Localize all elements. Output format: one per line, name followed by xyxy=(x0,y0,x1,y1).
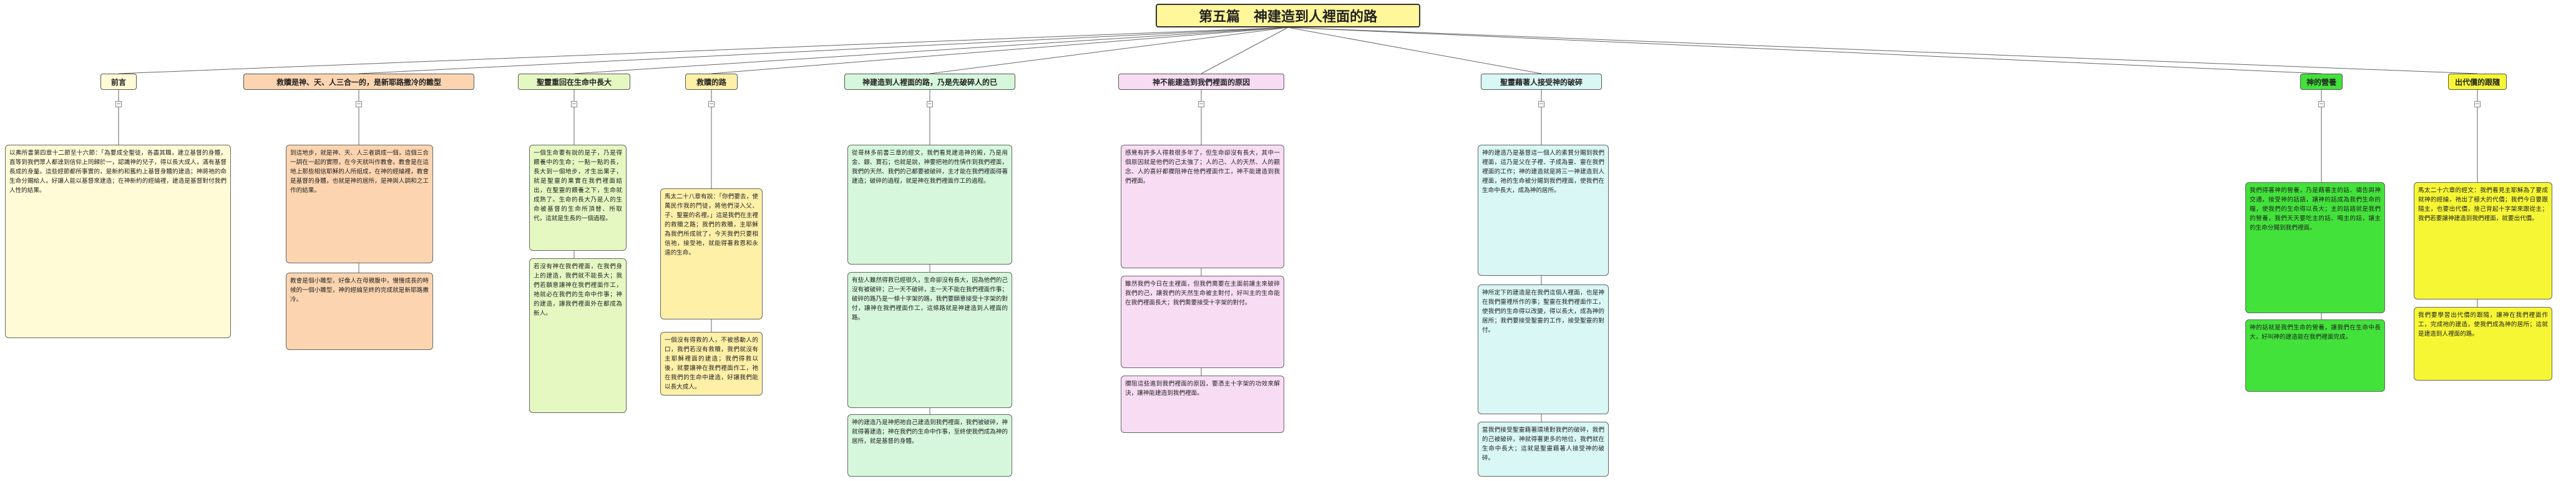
note-text: 神的建造乃是基督這一個人的素質分賜到我們裡面，這乃是父在子裡、子成為靈、靈在我們… xyxy=(1482,150,1604,194)
topic-note-box: 一個生命要有說的是子，乃是得餵養中的生命；一點一點的長，長大到一個地步，才生出果… xyxy=(529,145,627,251)
topic-note-box: 感覺有許多人得救很多年了，但生命卻沒有長大，其中一個原因就是他們的己太強了；人的… xyxy=(1121,145,1284,268)
root-to-topic-line xyxy=(929,27,1289,74)
note-text: 若沒有神在我們裡面，在我們身上的建造，我們就不能長大；我們若願意讓神在我們裡面作… xyxy=(534,263,622,317)
root-to-topic-line xyxy=(711,27,1289,74)
topic-note-box: 攔阻這些進到我們裡面的原因，要憑主十字架的功效來解決，讓神能建造到我們裡面。 xyxy=(1121,376,1284,433)
root-to-topic-line xyxy=(1287,27,2478,74)
root-to-topic-line xyxy=(358,27,1289,74)
collapse-marker-icon[interactable]: − xyxy=(115,101,122,107)
note-text: 當我們接受聖靈藉著環境對我們的破碎，我們的己被破碎，神就得著更多的地位，我們就在… xyxy=(1482,427,1604,462)
collapse-marker-icon[interactable]: − xyxy=(356,101,362,107)
root-to-topic-line xyxy=(1287,27,1542,74)
note-text: 有些人雖然得救已經很久，生命卻沒有長大，因為他們的己沒有被破碎；己一天不破碎，主… xyxy=(852,277,1008,321)
note-text: 我們要學習出代價的跟隨，讓神在我們裡面作工，完成祂的建造，使我們成為神的居所；這… xyxy=(2418,312,2548,338)
note-text: 以弗所書第四章十二節至十六節：「為要成全聖徒，各盡其職，建立基督的身體，直等到我… xyxy=(9,150,227,194)
note-text: 教會是個小雛型，好像人在母親腹中，慢慢成長的時候的一個小雛型，神的經綸至終的完成… xyxy=(290,278,429,303)
topic-header: 神的營養 xyxy=(2300,74,2343,90)
collapse-marker-icon[interactable]: − xyxy=(708,101,715,107)
topic-header: 前言 xyxy=(100,74,137,90)
topic-header: 聖靈藉著人接受神的破碎 xyxy=(1481,74,1602,90)
note-text: 一個沒有得救的人，不被感動人的口，我們若沒有救贖，我們就沒有主耶穌裡面的建造；我… xyxy=(665,337,758,391)
root-to-topic-line xyxy=(118,27,1289,74)
topic-note-box: 以弗所書第四章十二節至十六節：「為要成全聖徒，各盡其職，建立基督的身體，直等到我… xyxy=(5,145,231,338)
topic-note-box: 馬太二十八章有說：「你們要去，使萬民作我的門徒，將他們浸入父、子、聖靈的名裡。」… xyxy=(660,188,763,319)
topic-note-box: 若沒有神在我們裡面，在我們身上的建造，我們就不能長大；我們若願意讓神在我們裡面作… xyxy=(529,258,627,413)
topic-note-box: 有些人雖然得救已經很久，生命卻沒有長大，因為他們的己沒有被破碎；己一天不破碎，主… xyxy=(847,272,1012,408)
topic-header: 神建造到人裡面的路，乃是先破碎人的已 xyxy=(844,74,1015,90)
topic-note-box: 當我們接受聖靈藉著環境對我們的破碎，我們的己被破碎，神就得著更多的地位，我們就在… xyxy=(1478,422,1609,477)
note-text: 雖然我們今日在主裡面，但我們需要在主面前讓主來破碎我們的己，讓我們的天然生命被主… xyxy=(1125,281,1280,306)
topic-note-box: 從哥林多前書三章的經文，我們看見建造神的殿，乃是用金、銀、寶石；也就是說，神要把… xyxy=(847,145,1012,265)
topic-note-box: 雖然我們今日在主裡面，但我們需要在主面前讓主來破碎我們的己，讓我們的天然生命被主… xyxy=(1121,276,1284,368)
topic-note-box: 我們得著神的營養，乃是藉著主的話、禱告與神交通，接受神的話語，讓神的話成為我們生… xyxy=(2245,182,2385,313)
topic-note-box: 一個沒有得救的人，不被感動人的口，我們若沒有救贖，我們就沒有主耶穌裡面的建造；我… xyxy=(660,332,763,396)
note-text: 攔阻這些進到我們裡面的原因，要憑主十字架的功效來解決，讓神能建造到我們裡面。 xyxy=(1125,381,1280,397)
root-to-topic-line xyxy=(573,27,1289,74)
topic-note-box: 教會是個小雛型，好像人在母親腹中，慢慢成長的時候的一個小雛型，神的經綸至終的完成… xyxy=(286,273,433,350)
topic-note-box: 神的建造乃是神把祂自己建造到我們裡面，我們被破碎，神就得著建造；神在我們的生命中… xyxy=(847,414,1012,477)
note-text: 馬太二十八章有說：「你們要去，使萬民作我的門徒，將他們浸入父、子、聖靈的名裡。」… xyxy=(665,193,758,256)
collapse-marker-icon[interactable]: − xyxy=(571,101,577,107)
topic-header: 神不能建造到我們裡面的原因 xyxy=(1118,74,1284,90)
note-text: 神所定下的建造是在我們這個人裡面，也是神在我們靈裡所作的事；聖靈在我們裡面作工，… xyxy=(1482,289,1604,334)
topic-header: 救贖是神、天、人三合一的，是新耶路撒冷的雛型 xyxy=(243,74,474,90)
topic-note-box: 我們要學習出代價的跟隨，讓神在我們裡面作工，完成祂的建造，使我們成為神的居所；這… xyxy=(2414,307,2552,381)
collapse-marker-icon[interactable]: − xyxy=(927,101,933,107)
collapse-marker-icon[interactable]: − xyxy=(2474,101,2481,107)
root-title: 第五篇 神建造到人裡面的路 xyxy=(1156,4,1420,27)
collapse-marker-icon[interactable]: − xyxy=(1538,101,1544,107)
root-to-topic-line xyxy=(1287,27,2322,74)
note-text: 到這地步，就是神、天、人三者調成一個，這個三合一調在一起的實際，在今天就叫作教會… xyxy=(290,150,429,194)
topic-note-box: 神的話就是我們生命的營養，讓我們在生命中長大，好叫神的建造能在我們裡面完成。 xyxy=(2245,319,2385,392)
topic-note-box: 神所定下的建造是在我們這個人裡面，也是神在我們靈裡所作的事；聖靈在我們裡面作工，… xyxy=(1478,284,1609,414)
note-text: 從哥林多前書三章的經文，我們看見建造神的殿，乃是用金、銀、寶石；也就是說，神要把… xyxy=(852,150,1008,185)
note-text: 神的話就是我們生命的營養，讓我們在生命中長大，好叫神的建造能在我們裡面完成。 xyxy=(2250,324,2381,341)
note-text: 馬太二十六章的經文：我們看見主耶穌為了要成就神的經綸，祂出了極大的代價；我們今日… xyxy=(2418,187,2548,222)
topic-note-box: 神的建造乃是基督這一個人的素質分賜到我們裡面，這乃是父在子裡、子成為靈、靈在我們… xyxy=(1478,145,1609,276)
topic-note-box: 到這地步，就是神、天、人三者調成一個，這個三合一調在一起的實際，在今天就叫作教會… xyxy=(286,145,433,263)
collapse-marker-icon[interactable]: − xyxy=(1198,101,1204,107)
note-text: 我們得著神的營養，乃是藉著主的話、禱告與神交通，接受神的話語，讓神的話成為我們生… xyxy=(2250,187,2381,231)
note-text: 感覺有許多人得救很多年了，但生命卻沒有長大，其中一個原因就是他們的己太強了；人的… xyxy=(1125,150,1280,185)
root-to-topic-line xyxy=(1201,27,1289,74)
topic-note-box: 馬太二十六章的經文：我們看見主耶穌為了要成就神的經綸，祂出了極大的代價；我們今日… xyxy=(2414,182,2552,299)
topic-header: 聖靈重回在生命中長大 xyxy=(518,74,630,90)
topic-header: 出代價的跟隨 xyxy=(2448,74,2507,90)
note-text: 神的建造乃是神把祂自己建造到我們裡面，我們被破碎，神就得著建造；神在我們的生命中… xyxy=(852,419,1008,445)
topic-header: 救贖的路 xyxy=(685,74,738,90)
collapse-marker-icon[interactable]: − xyxy=(2318,101,2325,107)
note-text: 一個生命要有說的是子，乃是得餵養中的生命；一點一點的長，長大到一個地步，才生出果… xyxy=(534,150,622,222)
